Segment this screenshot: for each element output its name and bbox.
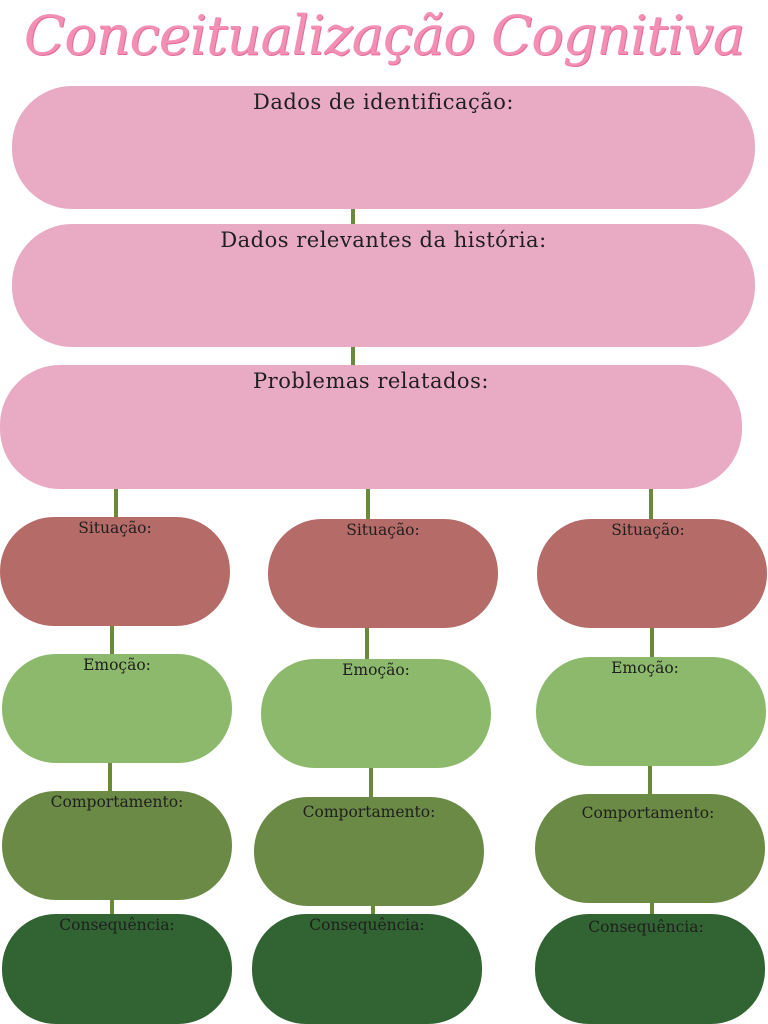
problems-label: Problemas relatados:	[253, 369, 489, 393]
connector-line	[110, 624, 114, 657]
connector-line	[649, 488, 653, 522]
connector-line	[371, 904, 375, 920]
problems-box: Problemas relatados:	[0, 365, 742, 489]
consequencia-label: Consequência:	[59, 916, 175, 934]
comportamento-box-1: Comportamento:	[2, 791, 232, 900]
comportamento-label: Comportamento:	[581, 804, 715, 822]
situacao-label: Situação:	[78, 519, 152, 537]
history-box: Dados relevantes da história:	[12, 224, 755, 347]
connector-line	[110, 898, 114, 920]
emocao-label: Emoção:	[611, 659, 679, 677]
consequencia-box-3: Consequência:	[535, 914, 765, 1024]
situacao-box-1: Situação:	[0, 517, 230, 626]
connector-line	[351, 344, 355, 368]
consequencia-box-1: Consequência:	[2, 914, 232, 1024]
emocao-box-3: Emoção:	[536, 657, 766, 766]
connector-line	[108, 762, 112, 794]
connector-line	[369, 766, 373, 800]
consequencia-label: Consequência:	[309, 916, 425, 934]
history-label: Dados relevantes da história:	[220, 228, 547, 252]
comportamento-label: Comportamento:	[302, 803, 436, 821]
comportamento-box-3: Comportamento:	[535, 794, 765, 903]
emocao-label: Emoção:	[83, 656, 151, 674]
comportamento-box-2: Comportamento:	[254, 797, 484, 906]
connector-line	[650, 628, 654, 660]
situacao-label: Situação:	[346, 521, 420, 539]
connector-line	[365, 626, 369, 663]
consequencia-label: Consequência:	[588, 918, 704, 936]
comportamento-label: Comportamento:	[50, 793, 184, 811]
emocao-label: Emoção:	[342, 661, 410, 679]
emocao-box-1: Emoção:	[2, 654, 232, 763]
connector-line	[648, 764, 652, 794]
consequencia-box-2: Consequência:	[252, 914, 482, 1024]
situacao-box-3: Situação:	[537, 519, 767, 628]
identification-label: Dados de identificação:	[253, 90, 514, 114]
identification-box: Dados de identificação:	[12, 86, 755, 209]
connector-line	[351, 206, 355, 228]
situacao-label: Situação:	[611, 521, 685, 539]
situacao-box-2: Situação:	[268, 519, 498, 628]
emocao-box-2: Emoção:	[261, 659, 491, 768]
connector-line	[366, 488, 370, 522]
page-title: Conceitualização Cognitiva	[23, 4, 745, 67]
connector-line	[114, 488, 118, 520]
